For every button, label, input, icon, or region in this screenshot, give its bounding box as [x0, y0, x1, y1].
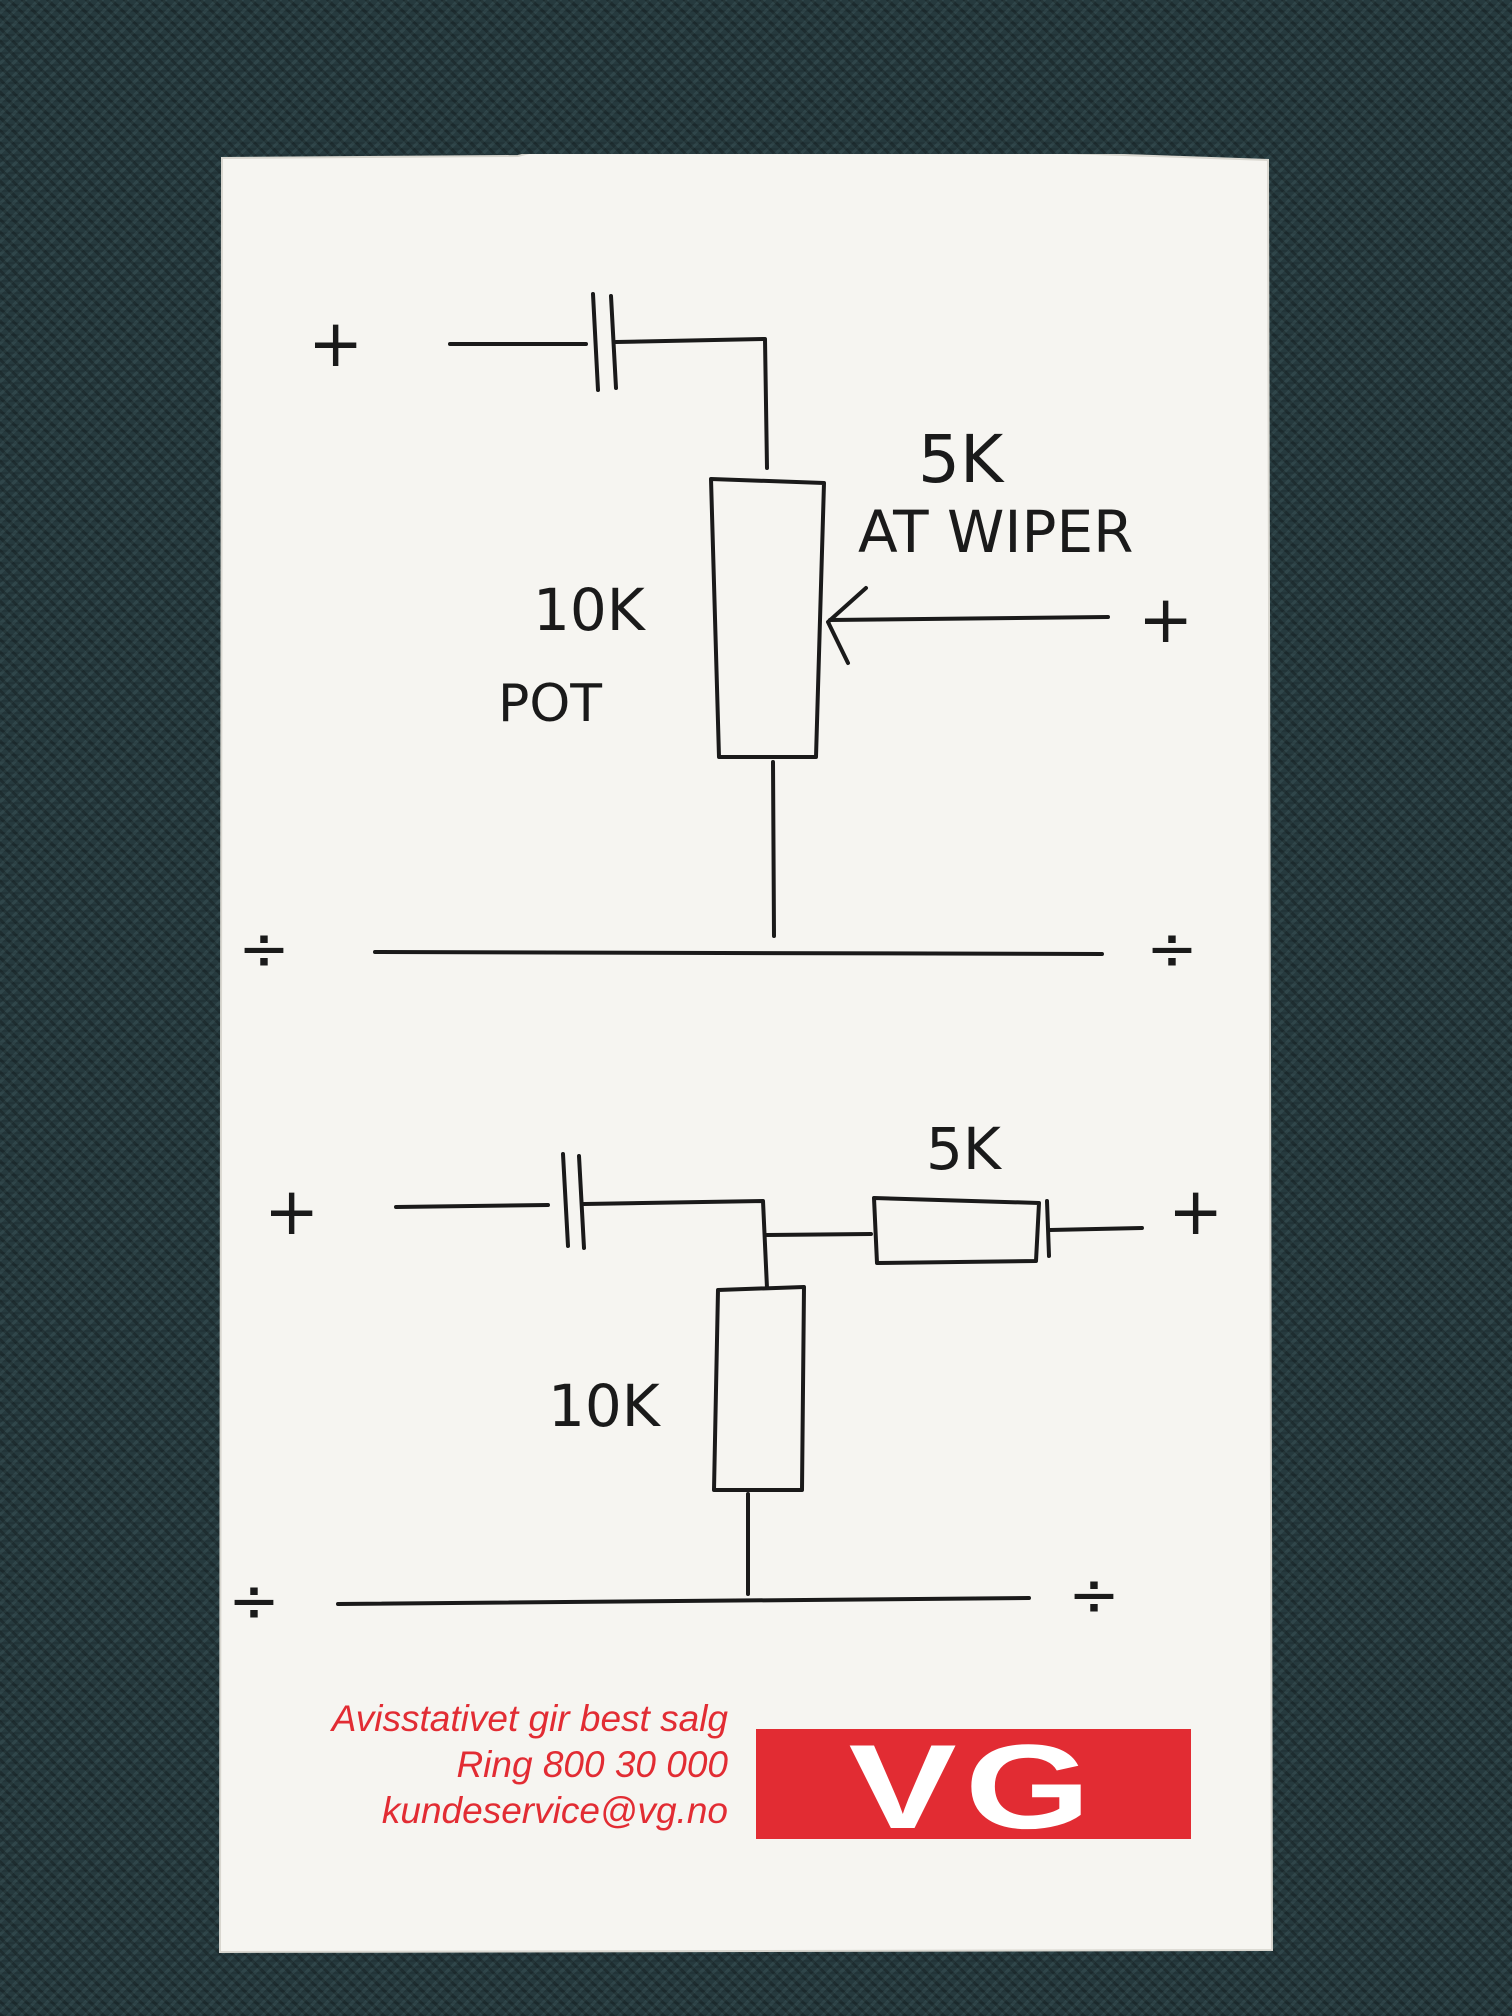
- bottom-series-resistor-cap: [1045, 1199, 1051, 1258]
- vg-logo: VG: [756, 1727, 1191, 1847]
- ad-text: Avisstativet gir best salg Ring 800 30 0…: [218, 1696, 728, 1834]
- top-pot-type: POT: [498, 674, 602, 734]
- top-input-plus: +: [308, 305, 363, 382]
- top-pot-ground-wire: [771, 760, 776, 938]
- top-wiper-plus: +: [1138, 581, 1193, 658]
- top-wiper-note: AT WIPER: [858, 498, 1133, 566]
- ad-line-2: Ring 800 30 000: [456, 1744, 728, 1785]
- top-wiper-label: 5K: [918, 421, 1005, 498]
- top-ground-left: ÷: [238, 912, 290, 985]
- bottom-capacitor-plate-right: [577, 1154, 586, 1250]
- bottom-capacitor-plate-left: [561, 1152, 570, 1248]
- notepad-sheet: + 5K AT WIPER + 10K POT ÷ ÷ + 5K + 10K ÷…: [218, 154, 1440, 1954]
- bottom-shunt-resistor-label: 10K: [548, 1372, 662, 1440]
- bottom-output-plus: +: [1168, 1173, 1223, 1250]
- bottom-ground-right: ÷: [1068, 1558, 1120, 1631]
- top-capacitor-plate-left: [591, 292, 600, 392]
- bottom-junction-wire: [765, 1232, 873, 1237]
- top-ground-right: ÷: [1146, 912, 1198, 985]
- bottom-series-resistor-body: [872, 1196, 1041, 1265]
- top-capacitor-wire: [614, 337, 769, 470]
- vg-logo-text: VG: [848, 1720, 1099, 1854]
- bottom-input-wire: [394, 1203, 550, 1209]
- bottom-ground-left: ÷: [228, 1564, 280, 1637]
- bottom-capacitor-wire: [582, 1199, 769, 1290]
- top-capacitor-plate-right: [609, 294, 618, 390]
- top-pot-value: 10K: [533, 576, 647, 644]
- top-ground-rail: [373, 950, 1104, 956]
- top-pot-body: [709, 477, 826, 759]
- bottom-input-plus: +: [264, 1173, 319, 1250]
- ad-line-3: kundeservice@vg.no: [381, 1790, 728, 1831]
- ad-line-1: Avisstativet gir best salg: [331, 1698, 728, 1739]
- top-pot-wiper-line: [828, 615, 1110, 622]
- bottom-shunt-resistor-body: [712, 1285, 806, 1492]
- top-pot-wiper-arrow: [826, 586, 868, 665]
- paper: [218, 154, 1274, 1954]
- bottom-output-wire: [1048, 1226, 1144, 1232]
- bottom-series-resistor-label: 5K: [926, 1115, 1003, 1183]
- bottom-ground-rail: [336, 1596, 1031, 1606]
- circuit-diagram: + 5K AT WIPER + 10K POT ÷ ÷ + 5K + 10K ÷…: [218, 154, 1274, 1954]
